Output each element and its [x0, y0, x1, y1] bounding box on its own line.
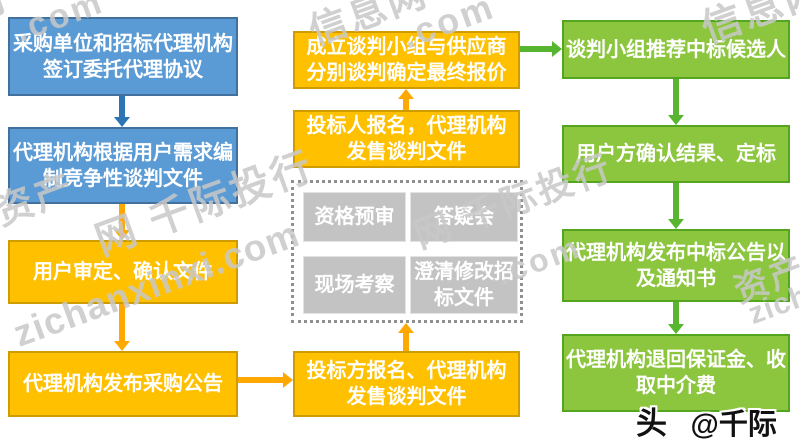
arrow-up-m2-m1 [398, 89, 414, 110]
flow-box-bidder-signup-issue-docs-bottom: 投标方报名、代理机构发售谈判文件 [293, 351, 520, 417]
arrow-right-b4-m3 [238, 372, 293, 388]
flow-box-publish-procurement-notice: 代理机构发布采购公告 [8, 351, 238, 417]
flow-box-publish-award-notice: 代理机构发布中标公告以及通知书 [562, 229, 790, 302]
account-handle: @千际咨询 [690, 409, 777, 439]
toutiao-logo: 头条 [636, 406, 668, 439]
flow-box-site-visit: 现场考察 [303, 256, 406, 314]
flow-box-bidder-signup-issue-docs-top: 投标人报名，代理机构发售谈判文件 [293, 110, 520, 168]
flow-box-negotiate-final-quote: 成立谈判小组与供应商分别谈判确定最终报价 [293, 31, 520, 89]
flow-box-sign-agency-agreement: 采购单位和招标代理机构签订委托代理协议 [8, 17, 238, 96]
flow-box-refund-deposit-fee: 代理机构退回保证金、收取中介费 [562, 334, 790, 412]
flow-box-qa-meeting: 答疑会 [410, 192, 518, 242]
flow-box-prequalification: 资格预审 [303, 192, 406, 242]
arrow-down-b2-b3 [114, 204, 130, 240]
arrow-right-m1-r1 [520, 41, 562, 57]
flow-box-user-confirm-award: 用户方确认结果、定标 [562, 125, 790, 183]
arrow-down-r2-r3 [668, 183, 684, 229]
flow-box-clarify-amend-docs: 澄清修改招标文件 [410, 256, 518, 314]
flow-box-user-confirm-docs: 用户审定、确认文件 [8, 240, 238, 304]
flow-box-recommend-candidates: 谈判小组推荐中标候选人 [562, 20, 790, 79]
arrow-down-r3-r4 [668, 302, 684, 334]
arrow-down-b3-b4 [114, 304, 130, 351]
flow-box-draft-negotiation-docs: 代理机构根据用户需求编制竞争性谈判文件 [8, 127, 238, 204]
arrow-down-r1-r2 [668, 79, 684, 125]
arrow-up-m3-optional [398, 323, 414, 351]
arrow-down-b1-b2 [114, 96, 130, 127]
toutiao-branding: 头条 @千际咨询 [636, 398, 800, 439]
